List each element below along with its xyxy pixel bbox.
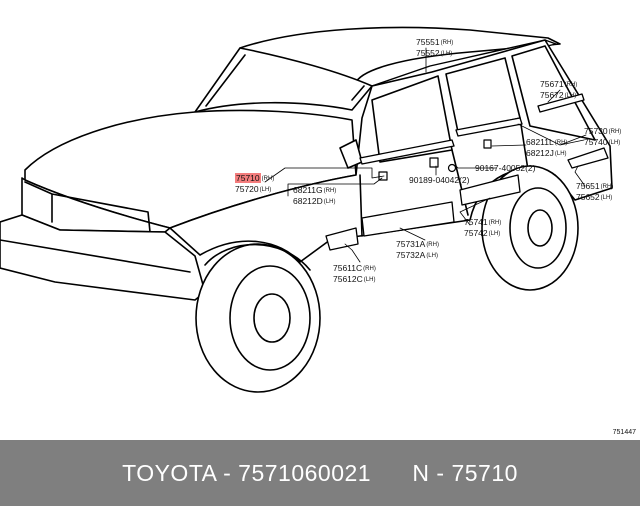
part-number-rh: 75651 xyxy=(576,181,600,191)
part-number-rh: 68211L xyxy=(526,137,554,147)
rh-marker: (RH) xyxy=(440,40,454,46)
part-label-90167[interactable]: 90167-40052(2) xyxy=(475,163,536,173)
rh-marker: (RH) xyxy=(600,184,614,190)
part-label-75671[interactable]: 75671(RH) 75672(LH) xyxy=(540,79,577,101)
part-number-lh: 75740 xyxy=(584,137,608,147)
part-label-75710[interactable]: 75710(RH) 75720(LH) xyxy=(235,173,274,195)
lh-marker: (LH) xyxy=(259,187,272,193)
part-number-rh: 75671 xyxy=(540,79,564,89)
parts-diagram: 75551(RH) 75552(LH) 75671(RH) 75672(LH) … xyxy=(0,26,636,436)
part-label-75651[interactable]: 75651(RH) 75652(LH) xyxy=(576,181,613,203)
part-number-lh: 75742 xyxy=(464,228,488,238)
lh-marker: (LH) xyxy=(608,140,621,146)
footer-bar: TOYOTA - 7571060021 N - 75710 xyxy=(0,440,640,506)
part-label-75730[interactable]: 75730(RH) 75740(LH) xyxy=(584,126,621,148)
part-label-75611C[interactable]: 75611C(RH) 75612C(LH) xyxy=(333,263,376,285)
part-number-lh: 75552 xyxy=(416,48,440,58)
part-number-rh: 75730 xyxy=(584,126,608,136)
part-number-rh: 75741 xyxy=(464,217,488,227)
part-label-75741[interactable]: 75741(RH) 75742(LH) xyxy=(464,217,501,239)
rh-marker: (RH) xyxy=(554,140,568,146)
part-label-75731A[interactable]: 75731A(RH) 75732A(LH) xyxy=(396,239,439,261)
rh-marker: (RH) xyxy=(426,242,439,248)
part-number-lh: 75732A xyxy=(396,250,426,260)
lh-marker: (LH) xyxy=(323,199,336,205)
part-number-lh: 68212J xyxy=(526,148,554,158)
lh-marker: (LH) xyxy=(600,195,613,201)
fastener-number: 90189-04042(2) xyxy=(409,175,470,185)
part-label-68211L[interactable]: 68211L(RH) 68212J(LH) xyxy=(526,137,567,159)
rh-marker: (RH) xyxy=(323,188,337,194)
diagram-id: 751447 xyxy=(612,429,636,436)
part-number-lh: 75672 xyxy=(540,90,564,100)
part-number-rh: 75611C xyxy=(333,263,363,273)
part-number-rh-highlighted: 75710 xyxy=(235,173,261,183)
rh-marker: (RH) xyxy=(363,266,376,272)
part-number-lh: 75612C xyxy=(333,274,363,284)
part-label-90189[interactable]: 90189-04042(2) xyxy=(409,175,470,185)
part-number-rh: 75551 xyxy=(416,37,440,47)
rh-marker: (RH) xyxy=(608,129,622,135)
rh-marker: (RH) xyxy=(261,176,275,182)
part-label-75551[interactable]: 75551(RH) 75552(LH) xyxy=(416,37,453,59)
part-label-68211G[interactable]: 68211G(RH) 68212D(LH) xyxy=(293,185,336,207)
lh-marker: (LH) xyxy=(564,93,577,99)
lh-marker: (LH) xyxy=(426,253,438,259)
lh-marker: (LH) xyxy=(554,151,567,157)
vehicle-illustration xyxy=(0,26,613,393)
lh-marker: (LH) xyxy=(440,51,453,57)
lh-marker: (LH) xyxy=(488,231,501,237)
part-number-rh: 68211G xyxy=(293,185,323,195)
part-number-lh: 75652 xyxy=(576,192,600,202)
rh-marker: (RH) xyxy=(488,220,502,226)
rh-marker: (RH) xyxy=(564,82,578,88)
part-title: TOYOTA - 7571060021 N - 75710 xyxy=(122,459,518,486)
lh-marker: (LH) xyxy=(363,277,376,283)
fastener-number: 90167-40052(2) xyxy=(475,163,536,173)
part-number-lh: 68212D xyxy=(293,196,323,206)
part-number-rh: 75731A xyxy=(396,239,426,249)
part-number-lh: 75720 xyxy=(235,184,259,194)
